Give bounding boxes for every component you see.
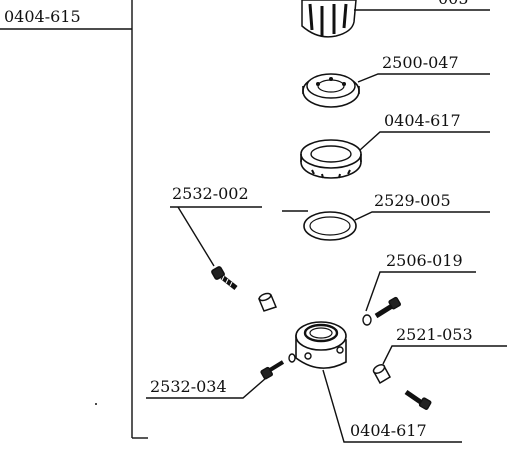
label-2500-047: 2500-047 xyxy=(382,53,459,72)
leader-set-screw xyxy=(177,206,215,267)
o-ring-part xyxy=(303,211,357,241)
leader-2532-034 xyxy=(146,377,267,399)
screw-right-part xyxy=(362,296,401,326)
leader-collar xyxy=(322,369,462,443)
speck xyxy=(95,403,97,405)
label-2506-019: 2506-019 xyxy=(386,251,463,270)
label-top-cutoff: 005 xyxy=(438,0,469,8)
leader-o-ring xyxy=(354,211,490,221)
leader-2506-019 xyxy=(365,271,476,312)
screw-bottom-right-part xyxy=(404,389,432,410)
label-2532-034: 2532-034 xyxy=(150,377,227,396)
sleeve-right-part xyxy=(372,363,392,385)
leader-2521-053 xyxy=(382,345,507,365)
nut-part xyxy=(300,139,362,179)
screw-bottom-left-part xyxy=(260,353,296,380)
set-screw-part xyxy=(211,266,238,290)
knob-part xyxy=(301,0,357,38)
label-2532-002: 2532-002 xyxy=(172,184,249,203)
label-0404-615: 0404-615 xyxy=(4,7,81,26)
label-0404-617-bottom: 0404-617 xyxy=(350,421,427,440)
label-0404-617-top: 0404-617 xyxy=(384,111,461,130)
collar-part xyxy=(295,321,347,369)
leader-bearing xyxy=(357,73,490,83)
sleeve-left-part xyxy=(257,292,278,312)
assembly-bracket xyxy=(0,0,148,439)
leader-nut-top xyxy=(359,131,490,151)
label-2521-053: 2521-053 xyxy=(396,325,473,344)
bearing-part xyxy=(302,73,360,108)
label-2529-005: 2529-005 xyxy=(374,191,451,210)
